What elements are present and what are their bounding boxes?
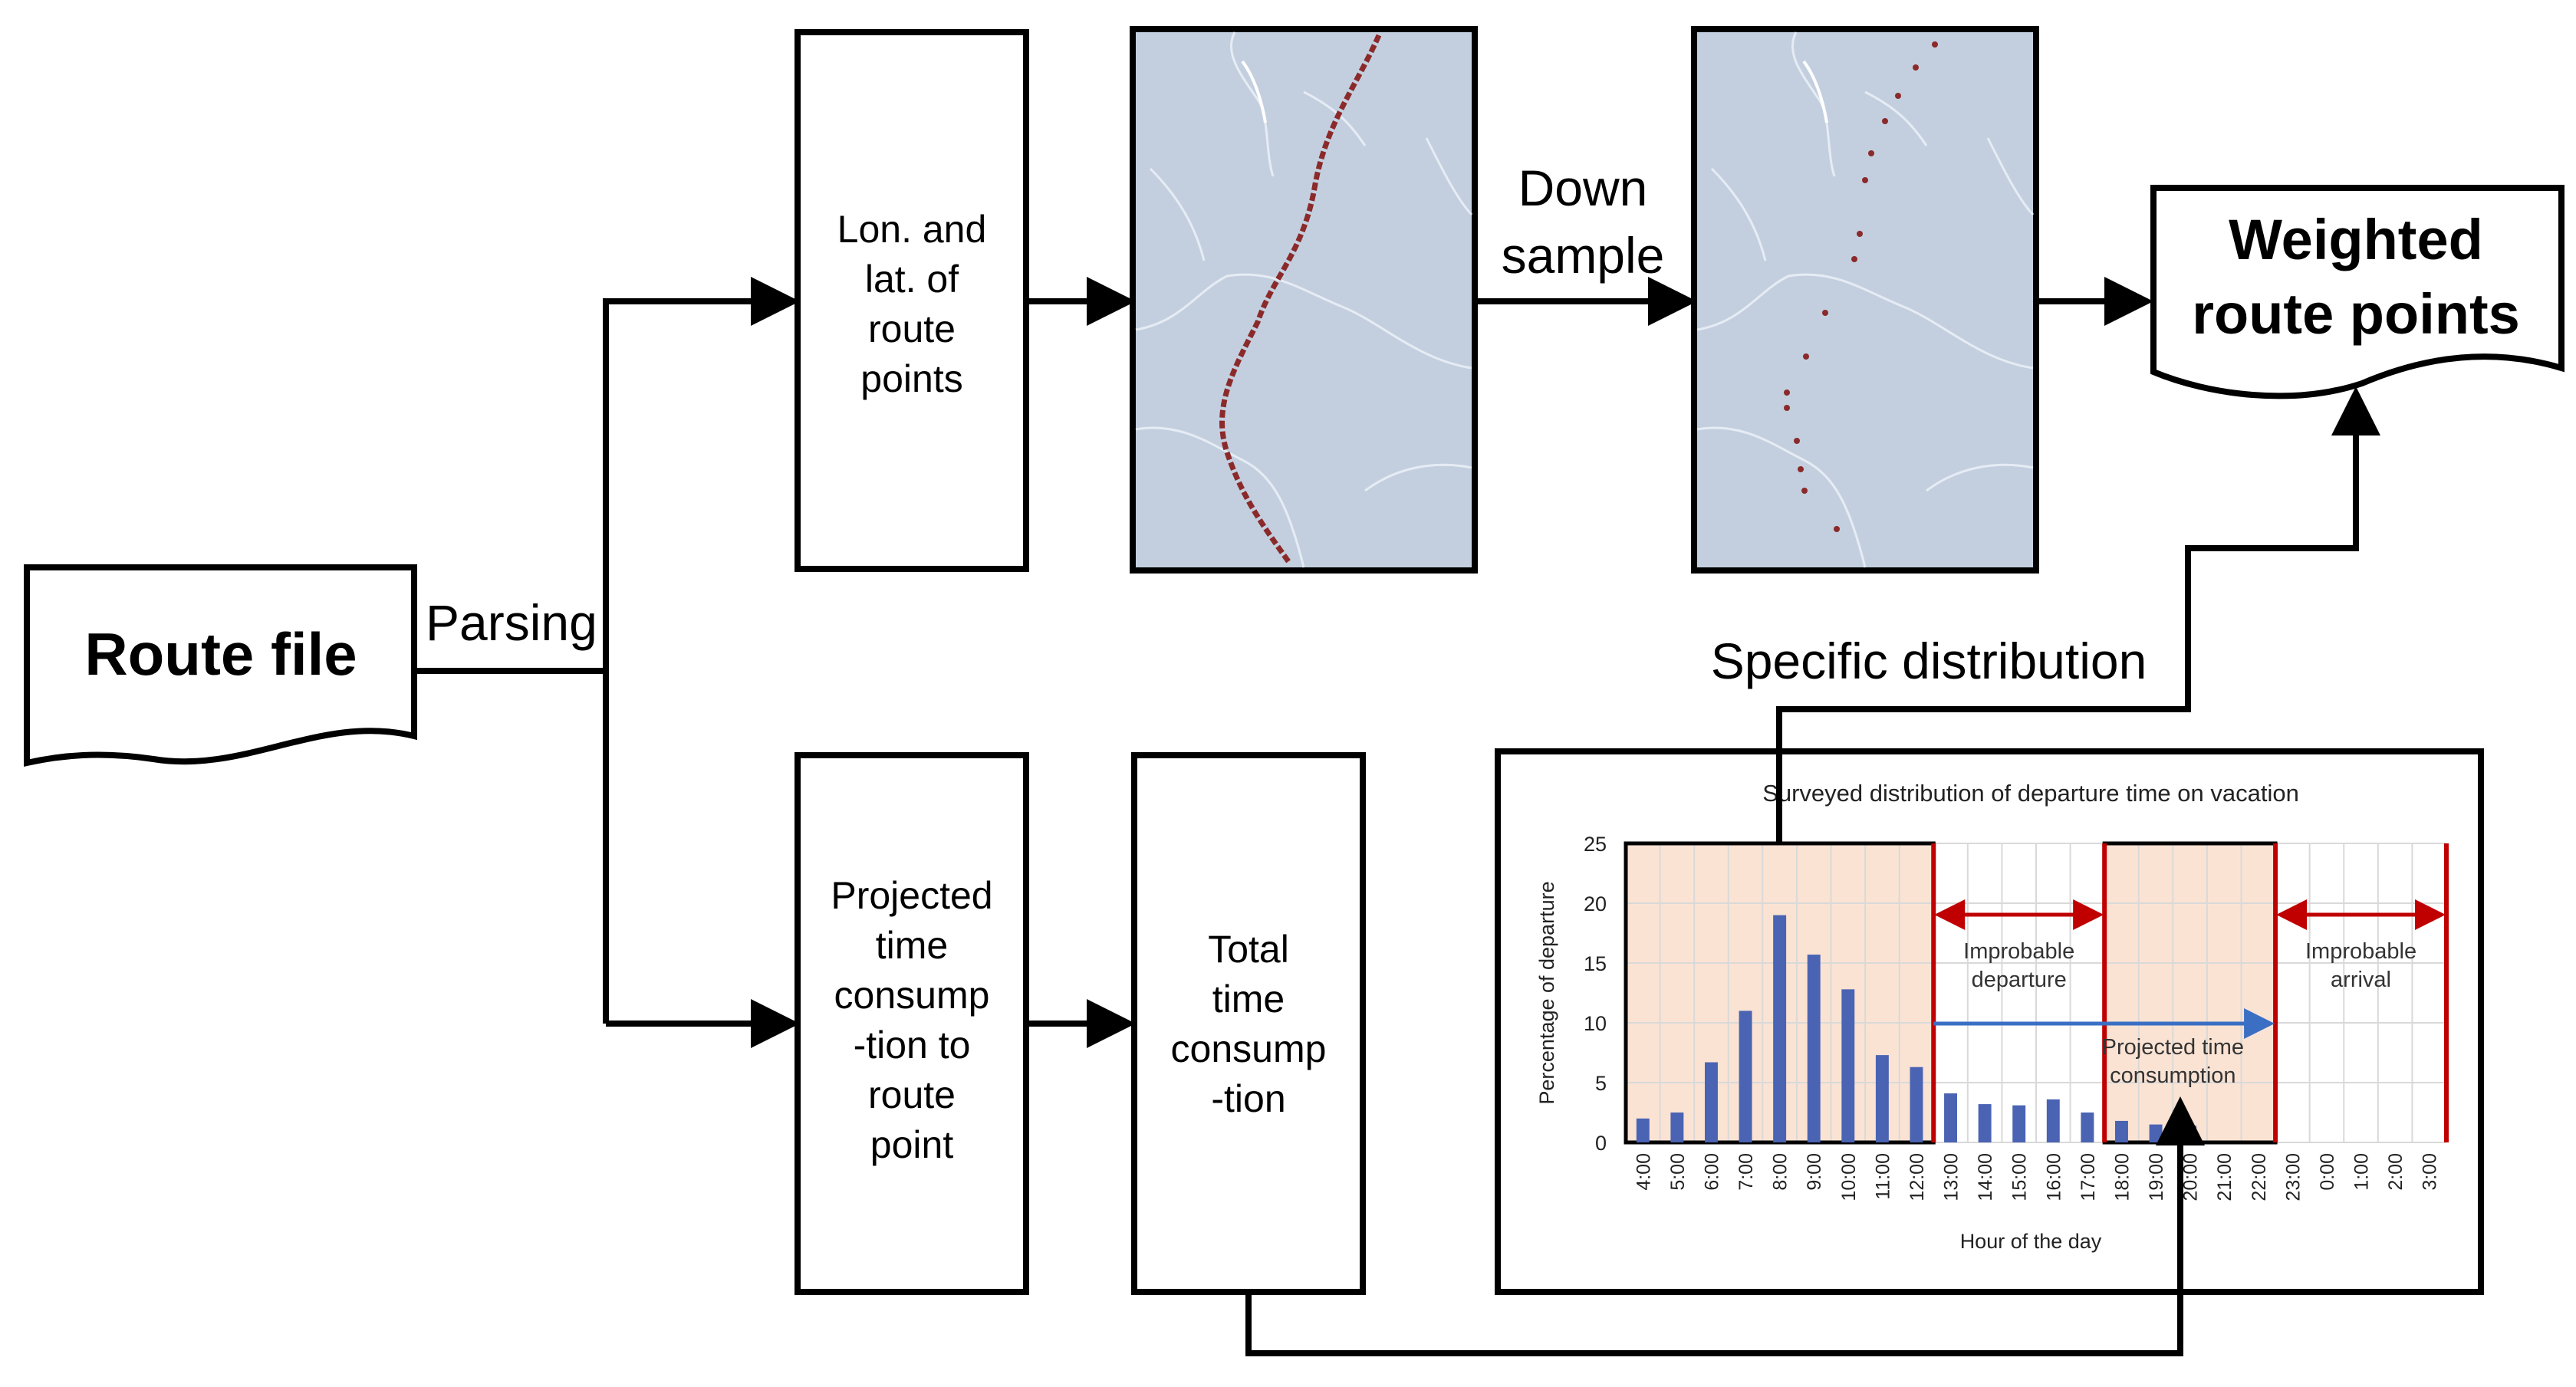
- bar-4:00: [1636, 1118, 1650, 1142]
- parsing-label: Parsing: [426, 594, 597, 651]
- projected-label-line-2: consumption: [2110, 1063, 2235, 1088]
- lonlat-line-2: lat. of: [865, 258, 959, 301]
- parsing-connectors: [414, 277, 800, 1048]
- x-tick-label: 2:00: [2385, 1153, 2407, 1191]
- y-axis-label: Percentage of departure: [1535, 881, 1558, 1104]
- bar-7:00: [1739, 1011, 1752, 1142]
- map-roads: [1135, 31, 1473, 568]
- y-tick-label: 0: [1595, 1132, 1607, 1155]
- lonlat-box: [795, 29, 1029, 572]
- projected-line-2: time: [876, 924, 948, 967]
- x-tick-label: 17:00: [2078, 1153, 2099, 1201]
- bar-5:00: [1670, 1113, 1684, 1142]
- improbable-departure-line-1: Improbable: [1963, 939, 2074, 964]
- down-sample-line-1: Down: [1518, 159, 1648, 216]
- bar-8:00: [1773, 915, 1787, 1142]
- highlight-region-2: [2104, 843, 2276, 1142]
- x-tick-label: 7:00: [1735, 1153, 1757, 1191]
- projected-line-1: Projected: [831, 874, 992, 917]
- lonlat-line-4: points: [860, 357, 962, 400]
- y-tick-label: 15: [1584, 952, 1607, 975]
- y-tick-label: 10: [1584, 1012, 1607, 1035]
- chart-title: Surveyed distribution of departure time …: [1762, 780, 2299, 807]
- sampled-route-points: [1784, 41, 1938, 532]
- projected-label-line-1: Projected time: [2102, 1035, 2244, 1060]
- x-tick-label: 5:00: [1667, 1153, 1689, 1191]
- x-axis-label: Hour of the day: [1960, 1230, 2102, 1253]
- bar-17:00: [2081, 1113, 2094, 1142]
- route-map-dense: [1130, 26, 1478, 574]
- distribution-connectors: [1245, 386, 2380, 1356]
- total-line-3: consump: [1171, 1027, 1327, 1070]
- route-map-sampled: [1691, 26, 2039, 574]
- bar-15:00: [2012, 1105, 2026, 1142]
- total-line-1: Total: [1208, 928, 1289, 971]
- projected-line-4: -tion to: [854, 1024, 971, 1067]
- x-tick-label: 10:00: [1838, 1153, 1860, 1201]
- projected-line-5: route: [868, 1073, 956, 1116]
- x-tick-label: 12:00: [1907, 1153, 1928, 1201]
- bar-13:00: [1944, 1093, 1958, 1142]
- down-sample-line-2: sample: [1502, 227, 1665, 284]
- weighted-line-2: route points: [2192, 282, 2520, 346]
- total-box: [1131, 752, 1366, 1295]
- y-tick-label: 5: [1595, 1072, 1607, 1095]
- bar-11:00: [1875, 1055, 1889, 1142]
- improbable-arrival-line-1: Improbable: [2305, 939, 2416, 964]
- route-file-node: Route file: [24, 564, 417, 767]
- weighted-route-points-node: Weighted route points: [2150, 185, 2564, 399]
- x-tick-label: 3:00: [2420, 1153, 2441, 1191]
- y-tick-label: 25: [1584, 833, 1607, 856]
- chart-plot: 0 5 10 15 20 25 4:00 5:00 6:00 7:00 8:00 9:00 10:00 1…: [1535, 833, 2449, 1253]
- x-tick-label: 23:00: [2282, 1153, 2304, 1201]
- x-tick-label: 8:00: [1770, 1153, 1791, 1191]
- x-tick-label: 14:00: [1975, 1153, 1996, 1201]
- x-tick-label: 1:00: [2351, 1153, 2373, 1191]
- x-tick-label: 9:00: [1804, 1153, 1825, 1191]
- improbable-arrival-line-2: arrival: [2331, 968, 2391, 992]
- total-line-2: time: [1212, 978, 1285, 1021]
- projected-line-3: consump: [834, 974, 990, 1017]
- lonlat-node: Lon. and lat. of route points: [795, 29, 1029, 572]
- weighted-line-1: Weighted: [2229, 208, 2483, 271]
- x-tick-label: 21:00: [2214, 1153, 2235, 1201]
- total-node: Total time consump -tion: [1131, 752, 1366, 1295]
- bar-10:00: [1841, 989, 1855, 1142]
- x-tick-label: 6:00: [1701, 1153, 1722, 1191]
- x-tick-label: 19:00: [2146, 1153, 2167, 1201]
- x-tick-label: 4:00: [1633, 1153, 1654, 1191]
- bar-16:00: [2046, 1099, 2060, 1142]
- projected-node: Projected time consump -tion to route po…: [795, 752, 1029, 1295]
- bar-14:00: [1978, 1104, 1992, 1142]
- bar-18:00: [2114, 1120, 2128, 1142]
- bar-19:00: [2149, 1124, 2163, 1142]
- projected-line-6: point: [870, 1123, 954, 1166]
- bar-6:00: [1704, 1062, 1718, 1142]
- dense-route-line: [1219, 34, 1382, 566]
- specific-distribution-label: Specific distribution: [1711, 633, 2147, 689]
- lonlat-line-1: Lon. and: [837, 208, 987, 251]
- weighted-shape: [2150, 185, 2564, 399]
- x-tick-label: 20:00: [2180, 1153, 2202, 1201]
- improbable-departure-line-2: departure: [1972, 968, 2067, 992]
- route-file-shape: [24, 564, 417, 767]
- total-line-4: -tion: [1211, 1077, 1285, 1120]
- bar-12:00: [1910, 1067, 1923, 1142]
- route-file-label: Route file: [84, 620, 357, 688]
- x-tick-label: 22:00: [2249, 1153, 2270, 1201]
- bar-9:00: [1807, 955, 1821, 1142]
- lonlat-line-3: route: [868, 307, 956, 350]
- x-tick-label: 15:00: [2009, 1153, 2031, 1201]
- x-tick-label: 13:00: [1941, 1153, 1962, 1201]
- bar-20:00: [2183, 1126, 2197, 1142]
- y-tick-label: 20: [1584, 892, 1607, 915]
- x-tick-label: 0:00: [2317, 1153, 2338, 1191]
- x-tick-label: 18:00: [2111, 1153, 2133, 1201]
- x-tick-label: 11:00: [1872, 1153, 1893, 1200]
- x-tick-label: 16:00: [2043, 1153, 2064, 1201]
